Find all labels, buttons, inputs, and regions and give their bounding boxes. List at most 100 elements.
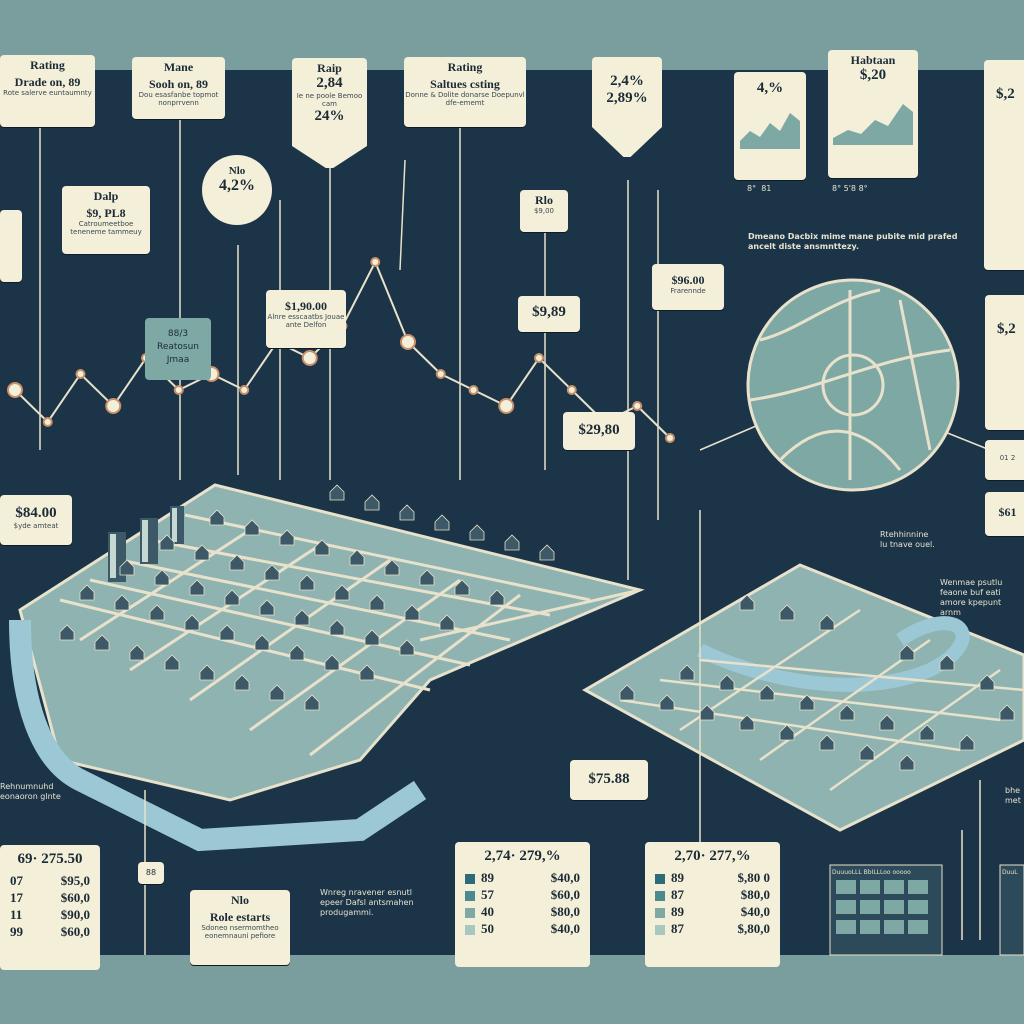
legend-2-header: 2,74· 279,% (484, 848, 561, 864)
top-card-2-value: Sooh on, 89 (148, 77, 209, 91)
mini-chart-2: Habtaan $,20 (828, 50, 918, 178)
legend-1-cell: $90,0 (60, 907, 90, 922)
legend-1-cell: $95,0 (60, 873, 90, 888)
house-icon (779, 724, 795, 741)
house-icon (359, 664, 375, 681)
house-icon (419, 569, 435, 586)
house-icon (454, 579, 470, 596)
house-icon (129, 644, 145, 661)
house-icon (79, 584, 95, 601)
legend-2-cell: $40,0 (550, 870, 580, 885)
bottom-label-sub: Role estarts (209, 910, 271, 924)
legend-1-row: 99$60,0 (10, 923, 90, 940)
house-icon (209, 509, 225, 526)
legend-2-cell: 57 (481, 887, 494, 902)
legend-3-key: 89 (655, 869, 684, 886)
mini-chart-2-title: Habtaan (850, 53, 896, 67)
house-icon (399, 639, 415, 656)
top-card-5-value: 2,4% (610, 73, 644, 89)
house-icon (719, 674, 735, 691)
legend-3-cell: 89 (671, 904, 684, 919)
top-card-2-title: Mane (163, 60, 194, 74)
top-card-4: Rating Saltues csting Donne & Dolite don… (404, 57, 526, 127)
legend-table-1: 69· 275.50 07$95,0 17$60,0 11$90,0 99$60… (0, 845, 100, 970)
house-icon (329, 619, 345, 636)
mid-card-1-sub: Catroumeetboe teneneme tammeuy (70, 220, 142, 236)
trend-point (534, 353, 544, 363)
left-edge-card (0, 210, 22, 282)
legend-3-key: 87 (655, 920, 684, 937)
trend-point (173, 385, 184, 395)
top-card-4-value: Saltues csting (430, 77, 500, 91)
mid-card-4-value: $96.00 (671, 273, 705, 287)
mid-card-6-value: $29,80 (578, 422, 620, 438)
mid-card-1: Dalp $9, PL8 Catroumeetboe teneneme tamm… (62, 186, 150, 254)
house-icon (399, 504, 415, 521)
side-note-1: Rtehhinnine lu tnave ouel. (880, 530, 935, 549)
trend-point (75, 369, 86, 379)
legend-2-row: 50$40,0 (465, 920, 580, 937)
house-icon (189, 579, 205, 596)
mini-chart-2-value: $,20 (859, 67, 887, 83)
house-icon (819, 614, 835, 631)
trend-point (400, 334, 416, 350)
legend-table-2: 2,74· 279,% 89$40,0 57$60,0 40$80,0 50$4… (455, 842, 590, 967)
house-icon (779, 604, 795, 621)
trend-point (435, 369, 446, 379)
side-note-2: Wenmae psutlu feaone buf eati amore kpep… (940, 578, 1003, 617)
house-icon (314, 539, 330, 556)
legend-2-cell: 40 (481, 904, 494, 919)
house-icon (299, 574, 315, 591)
mid-card-2-value: $1,90.00 (285, 299, 327, 313)
mid-card-8: $75.88 (570, 760, 648, 800)
legend-2-key: 40 (465, 903, 494, 920)
top-card-4-sub: Donne & Dolite donarse Doepunvl dfe-emem… (405, 91, 525, 107)
house-icon (349, 549, 365, 566)
side-note-3: Rehnumnuhd eonaoron glnte (0, 782, 61, 801)
side-note-4: Wnreg nravener esnutl epeer Dafsl antsma… (320, 888, 414, 917)
legend-2-cell: $60,0 (550, 887, 580, 902)
house-icon (164, 654, 180, 671)
legend-3-cell: $80,0 (740, 887, 770, 902)
mid-card-9: $,2 (985, 295, 1024, 430)
house-icon (59, 624, 75, 641)
legend-3-row: 89$,80 0 (655, 869, 770, 886)
house-icon (959, 734, 975, 751)
legend-1-cell: 17 (10, 890, 23, 905)
legend-2-key: 57 (465, 886, 494, 903)
house-icon (404, 604, 420, 621)
house-icon (289, 644, 305, 661)
house-icon (334, 584, 350, 601)
legend-3-cell: 87 (671, 921, 684, 936)
top-card-3: Raip 2,84 Ie ne poole Bemoo cam 24% (292, 58, 367, 168)
house-icon (159, 534, 175, 551)
house-icon (364, 629, 380, 646)
house-icon (979, 674, 995, 691)
bubble-label-value: 4,2% (219, 177, 255, 194)
bubble-label: Nlo 4,2% (202, 155, 272, 225)
mid-card-4-sub: Frarennde (670, 287, 706, 295)
legend-3-cell: 87 (671, 887, 684, 902)
top-card-2: Mane Sooh on, 89 Dou esasfanbe topmot no… (132, 57, 225, 119)
swatch (465, 891, 475, 902)
trend-point (239, 385, 250, 395)
house-icon (384, 559, 400, 576)
legend-2-cell: 50 (481, 921, 494, 936)
mid-card-1-value: $9, PL8 (86, 206, 126, 220)
house-icon (234, 674, 250, 691)
map-caption: Dmeano Dacbix mime mane pubite mid prafe… (748, 232, 958, 251)
house-icon (504, 534, 520, 551)
legend-2-row: 40$80,0 (465, 903, 580, 920)
mid-card-7-value: $84.00 (15, 505, 57, 521)
mid-card-9-value: $,2 (997, 321, 1016, 337)
mini-chart-3-value: $,2 (996, 86, 1015, 102)
mid-card-5-value: $9,89 (532, 304, 566, 320)
legend-1-row: 17$60,0 (10, 889, 90, 906)
mid-card-6: $29,80 (563, 412, 635, 450)
mini-chart-1: 4,% (734, 72, 806, 180)
house-icon (259, 599, 275, 616)
legend-1-cell: 99 (10, 924, 23, 939)
trend-point (468, 385, 479, 395)
top-card-3-sub: Ie ne poole Bemoo cam (296, 92, 363, 108)
mid-card-2: $1,90.00 Alnre esscaatbs Jouae ante Delf… (266, 290, 346, 348)
